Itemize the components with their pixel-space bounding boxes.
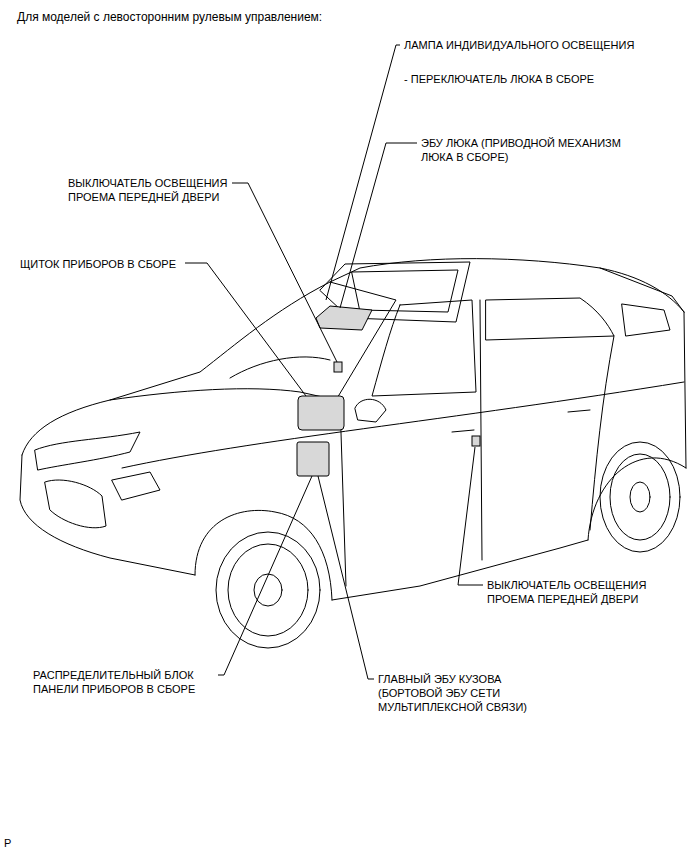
part-label: - ПЕРЕКЛЮЧАТЕЛЬ ЛЮКА В СБОРЕ (404, 72, 664, 86)
part-label: ЩИТОК ПРИБОРОВ В СБОРЕ (20, 257, 190, 271)
part-label: РАСПРЕДЕЛИТЕЛЬНЫЙ БЛОК ПАНЕЛИ ПРИБОРОВ В… (33, 668, 228, 696)
part-label: ВЫКЛЮЧАТЕЛЬ ОСВЕЩЕНИЯ ПРОЕМА ПЕРЕДНЕЙ ДВ… (487, 578, 667, 606)
part-label: ГЛАВНЫЙ ЭБУ КУЗОВА (БОРТОВОЙ ЭБУ СЕТИ МУ… (378, 672, 568, 714)
part-label: ВЫКЛЮЧАТЕЛЬ ОСВЕЩЕНИЯ ПРОЕМА ПЕРЕДНЕЙ ДВ… (68, 176, 248, 204)
part-label: ЛАМПА ИНДИВИДУАЛЬНОГО ОСВЕЩЕНИЯ (404, 38, 664, 52)
page-heading: Для моделей с левосторонним рулевым упра… (17, 10, 322, 25)
part-label: P (4, 836, 34, 850)
part-label: ЭБУ ЛЮКА (ПРИВОДНОЙ МЕХАНИЗМ ЛЮКА В СБОР… (421, 136, 636, 164)
